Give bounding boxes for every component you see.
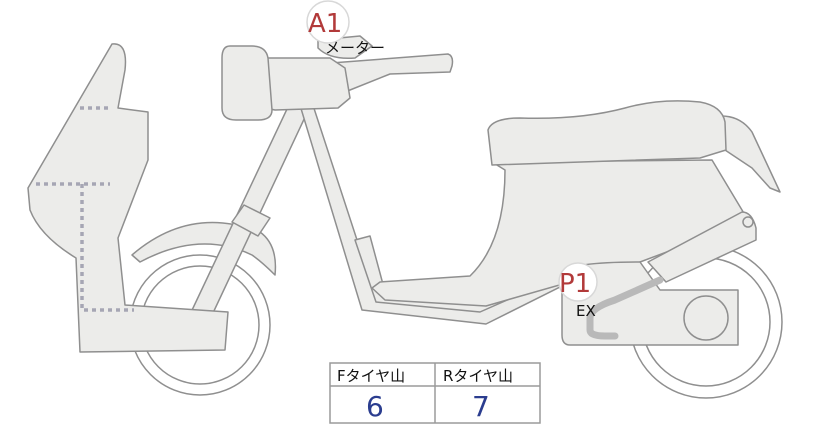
exhaust-pipe: [586, 276, 664, 340]
marker-p1-note: EX: [576, 302, 596, 320]
front-tire-value: 6: [366, 390, 384, 423]
rear-hub: [683, 295, 729, 341]
fork-collar: [231, 204, 271, 237]
handlebar: [317, 53, 454, 93]
leg-shield: [27, 43, 229, 353]
headlight-lens: [221, 45, 273, 121]
rear-body: [371, 159, 746, 307]
shock-mount: [742, 216, 754, 228]
dotted-region: [36, 106, 134, 312]
marker-a1-label: A1: [308, 9, 342, 39]
tire-table: Fタイヤ山 Rタイヤ山 6 7: [329, 362, 541, 424]
seat: [487, 100, 727, 166]
rear-tire-value: 7: [472, 390, 490, 423]
marker-a1-note: メーター: [325, 39, 385, 57]
marker-a1: A1 メーター: [306, 0, 385, 60]
marker-p1: P1 EX: [558, 262, 598, 320]
headlight: [261, 57, 351, 111]
rear-tire-header: Rタイヤ山: [443, 367, 513, 385]
front-tire-header: Fタイヤ山: [337, 367, 405, 385]
marker-p1-label: P1: [559, 269, 591, 299]
